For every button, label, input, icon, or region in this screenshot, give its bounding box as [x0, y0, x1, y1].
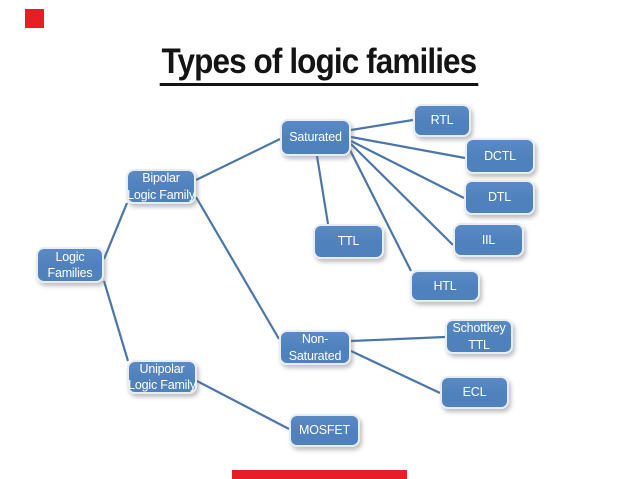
edge-saturated-iil: [350, 143, 454, 246]
node-ecl: ECL: [440, 376, 509, 409]
edge-logic-families-bipolar: [102, 202, 129, 260]
node-rtl-label: RTL: [430, 113, 454, 128]
edge-non-saturated-schottkey-ttl: [350, 335, 446, 343]
node-ttl-label: TTL: [337, 234, 360, 249]
edge-saturated-dtl: [350, 140, 465, 199]
node-bipolar-label: Logic Family: [127, 187, 195, 202]
edge-bipolar-saturated: [195, 138, 281, 181]
node-htl: HTL: [410, 270, 480, 302]
slide-accent-top-left: [25, 9, 44, 28]
edge-logic-families-unipolar: [102, 280, 130, 362]
node-dctl-label: DCTL: [484, 148, 516, 163]
node-dctl: DCTL: [465, 138, 535, 174]
node-schottkey-ttl-label: TTL: [468, 337, 490, 352]
node-mosfet-label: MOSFET: [299, 423, 350, 438]
node-ttl: TTL: [313, 224, 384, 259]
edge-saturated-dctl: [350, 135, 466, 160]
node-non-saturated: Non-Saturated: [279, 330, 351, 365]
node-dtl-label: DTL: [487, 190, 511, 205]
node-bipolar-label: Bipolar: [142, 171, 180, 186]
node-mosfet: MOSFET: [289, 414, 360, 447]
node-iil-label: IIL: [481, 232, 496, 247]
node-logic-families-label: Logic: [55, 249, 85, 264]
slide-accent-bottom: [232, 470, 407, 479]
node-non-saturated-label: Saturated: [288, 348, 342, 363]
node-iil: IIL: [453, 223, 524, 257]
edge-bipolar-non-saturated: [195, 196, 280, 340]
edge-saturated-rtl: [350, 118, 414, 132]
node-unipolar-label: Unipolar: [139, 361, 185, 376]
title-wrap: Types of logic families: [0, 42, 638, 86]
node-saturated: Saturated: [280, 119, 351, 156]
node-saturated-label: Saturated: [289, 130, 342, 145]
edge-saturated-ttl: [315, 155, 330, 225]
node-schottkey-ttl-label: Schottkey: [452, 321, 506, 336]
node-unipolar-label: Logic Family: [128, 378, 196, 392]
edge-unipolar-mosfet: [196, 380, 290, 430]
page-title: Types of logic families: [159, 42, 479, 86]
node-htl-label: HTL: [433, 278, 457, 293]
node-non-saturated-label: Non-: [301, 332, 329, 347]
node-rtl: RTL: [413, 104, 471, 137]
edge-saturated-htl: [349, 149, 412, 272]
node-ecl-label: ECL: [462, 385, 487, 400]
edge-non-saturated-ecl: [350, 350, 441, 394]
node-dtl: DTL: [464, 180, 535, 215]
node-logic-families-label: Families: [47, 266, 93, 280]
